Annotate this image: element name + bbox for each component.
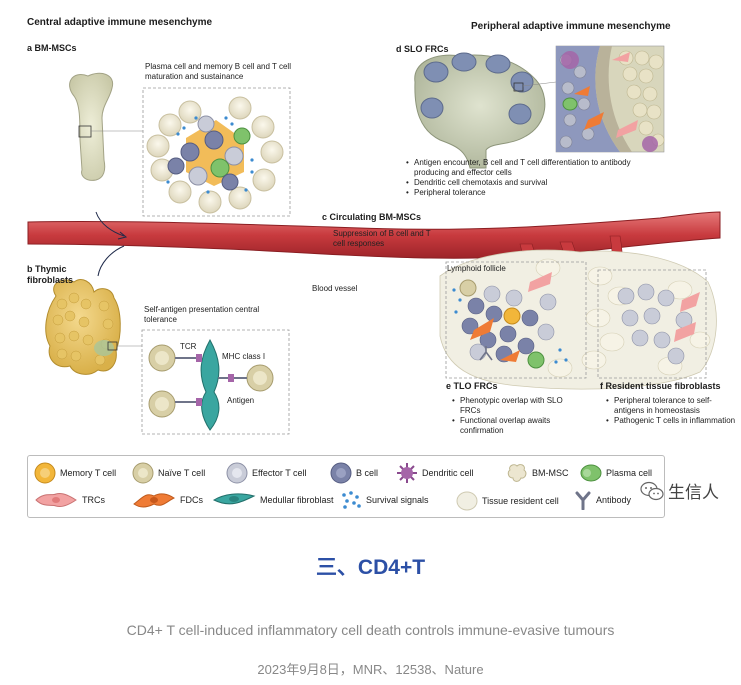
legend-item-effector-t-cell: Effector T cell <box>226 462 307 484</box>
legend-item-dendritic-cell: Dendritic cell <box>396 462 474 484</box>
legend-item-fdcs: FDCs <box>132 490 203 510</box>
thymus-illustration <box>45 279 142 375</box>
central-mesenchyme-heading: Central adaptive immune mesenchyme <box>27 17 213 28</box>
legend-item-trcs: TRCs <box>34 490 105 510</box>
legend-label: Tissue resident cell <box>482 496 559 506</box>
panel-a-label: a BM-MSCs <box>27 43 77 54</box>
panel-d-label: d SLO FRCs <box>396 44 449 55</box>
bone-marrow-niche <box>146 96 284 214</box>
panel-e-letter: e <box>446 381 452 391</box>
panel-e-title: TLO FRCs <box>453 381 498 391</box>
legend-label: Survival signals <box>366 495 429 505</box>
legend-label: Naïve T cell <box>158 468 206 478</box>
panel-b-title: Thymic fibroblasts <box>27 264 74 285</box>
legend-item-naive-t-cell: Naïve T cell <box>132 462 205 484</box>
fdc-icon <box>133 493 175 508</box>
lymphoid-follicle-cells <box>452 272 568 369</box>
bm-msc-icon <box>507 464 527 482</box>
antibody-icon <box>575 491 591 510</box>
legend-label: B cell <box>356 468 379 478</box>
thymus-callout-box <box>141 329 290 435</box>
legend-item-b-cell: B cell <box>330 462 378 484</box>
resident-fibroblast-box <box>597 269 707 379</box>
watermark-text: 生信人 <box>668 483 719 502</box>
panel-e-bullet: Phenotypic overlap with SLO FRCs <box>452 396 572 416</box>
panel-a-callout: Plasma cell and memory B cell and T cell… <box>145 62 291 81</box>
bone-marrow-callout-box <box>142 87 291 217</box>
panel-f-label: f Resident tissue fibroblasts <box>600 381 721 392</box>
antigen-label: Antigen <box>227 396 255 405</box>
survival-signals-icon <box>342 491 361 509</box>
panel-a-title: BM-MSCs <box>34 43 77 53</box>
resident-fibroblast-cells <box>617 283 700 365</box>
figure-legend: Memory T cell Naïve T cell Effector T ce… <box>27 455 665 518</box>
legend-label: Plasma cell <box>606 468 653 478</box>
legend-item-medullar-fibroblast: Medullar fibroblast <box>212 490 334 510</box>
panel-e-label: e TLO FRCs <box>446 381 498 392</box>
panel-d-bullets: Antigen encounter, B cell and T cell dif… <box>406 158 646 198</box>
panel-d-bullet: Peripheral tolerance <box>406 188 646 198</box>
panel-d-title: SLO FRCs <box>404 44 449 54</box>
memory-t-cell-icon <box>34 462 56 484</box>
antigen-presentation <box>148 338 274 431</box>
legend-item-tissue-resident-cell: Tissue resident cell <box>456 490 559 512</box>
plasma-cell-icon <box>580 464 602 482</box>
legend-label: Effector T cell <box>252 468 307 478</box>
trc-icon <box>35 493 77 507</box>
lymph-node-zoom <box>555 45 665 153</box>
legend-item-bm-msc: BM-MSC <box>506 462 569 484</box>
caption-meta: 2023年9月8日，MNR、12538、Nature <box>257 662 484 677</box>
panel-a-letter: a <box>27 43 33 53</box>
effector-t-cell-icon <box>226 462 248 484</box>
legend-label: Medullar fibroblast <box>260 495 334 505</box>
panel-f-bullet: Pathogenic T cells in inflammation <box>606 416 736 426</box>
figure-illustration <box>27 45 721 435</box>
legend-item-plasma-cell: Plasma cell <box>580 462 652 484</box>
panel-c-label: c Circulating BM-MSCs <box>322 212 421 223</box>
panel-f-bullets: Peripheral tolerance to self-antigens in… <box>606 396 736 426</box>
blood-vessel-label: Blood vessel <box>312 284 358 293</box>
panel-e-bullet: Functional overlap awaits confirmation <box>452 416 572 436</box>
naive-t-cell-icon <box>132 462 154 484</box>
panel-c-description: Suppression of B cell and T cell respons… <box>333 229 431 248</box>
lymph-node-illustration <box>414 52 557 169</box>
medullar-fibroblast-icon <box>212 493 256 505</box>
section-title: 三、CD4+T <box>315 556 426 579</box>
dendritic-cell-icon <box>397 463 417 483</box>
legend-label: BM-MSC <box>532 468 569 478</box>
watermark: 生信人 <box>640 478 719 503</box>
panel-c-title: Circulating BM-MSCs <box>329 212 422 222</box>
legend-label: Dendritic cell <box>422 468 474 478</box>
lymphoid-follicle-label: Lymphoid follicle <box>447 264 506 273</box>
panel-c-letter: c <box>322 212 328 222</box>
legend-item-survival-signals: Survival signals <box>340 490 429 510</box>
bone-illustration <box>69 72 143 181</box>
caption-title: CD4+ T cell-induced inflammatory cell de… <box>126 622 615 638</box>
panel-d-letter: d <box>396 44 402 54</box>
legend-label: TRCs <box>82 495 105 505</box>
legend-label: Antibody <box>596 495 632 505</box>
legend-item-antibody: Antibody <box>574 490 631 510</box>
panel-d-bullet: Antigen encounter, B cell and T cell dif… <box>406 158 646 178</box>
wechat-icon <box>640 481 664 500</box>
panel-b-label: b Thymic fibroblasts <box>27 264 97 286</box>
panel-d-bullet: Dendritic cell chemotaxis and survival <box>406 178 646 188</box>
panel-b-letter: b <box>27 264 33 274</box>
panel-f-letter: f <box>600 381 603 391</box>
panel-b-callout: Self-antigen presentation central tolera… <box>144 305 260 324</box>
tissue-resident-cell-icon <box>456 491 478 511</box>
legend-label: FDCs <box>180 495 203 505</box>
peripheral-mesenchyme-heading: Peripheral adaptive immune mesenchyme <box>471 21 671 32</box>
lymphoid-follicle-box <box>445 261 587 379</box>
tcr-label: TCR <box>180 342 197 351</box>
legend-label: Memory T cell <box>60 468 117 478</box>
panel-f-bullet: Peripheral tolerance to self-antigens in… <box>606 396 736 416</box>
panel-e-bullets: Phenotypic overlap with SLO FRCs Functio… <box>452 396 572 436</box>
b-cell-icon <box>330 462 352 484</box>
panel-f-title: Resident tissue fibroblasts <box>605 381 721 391</box>
legend-item-memory-t-cell: Memory T cell <box>34 462 116 484</box>
mhc-class-label: MHC class I <box>222 352 266 361</box>
blood-vessel <box>27 211 721 259</box>
